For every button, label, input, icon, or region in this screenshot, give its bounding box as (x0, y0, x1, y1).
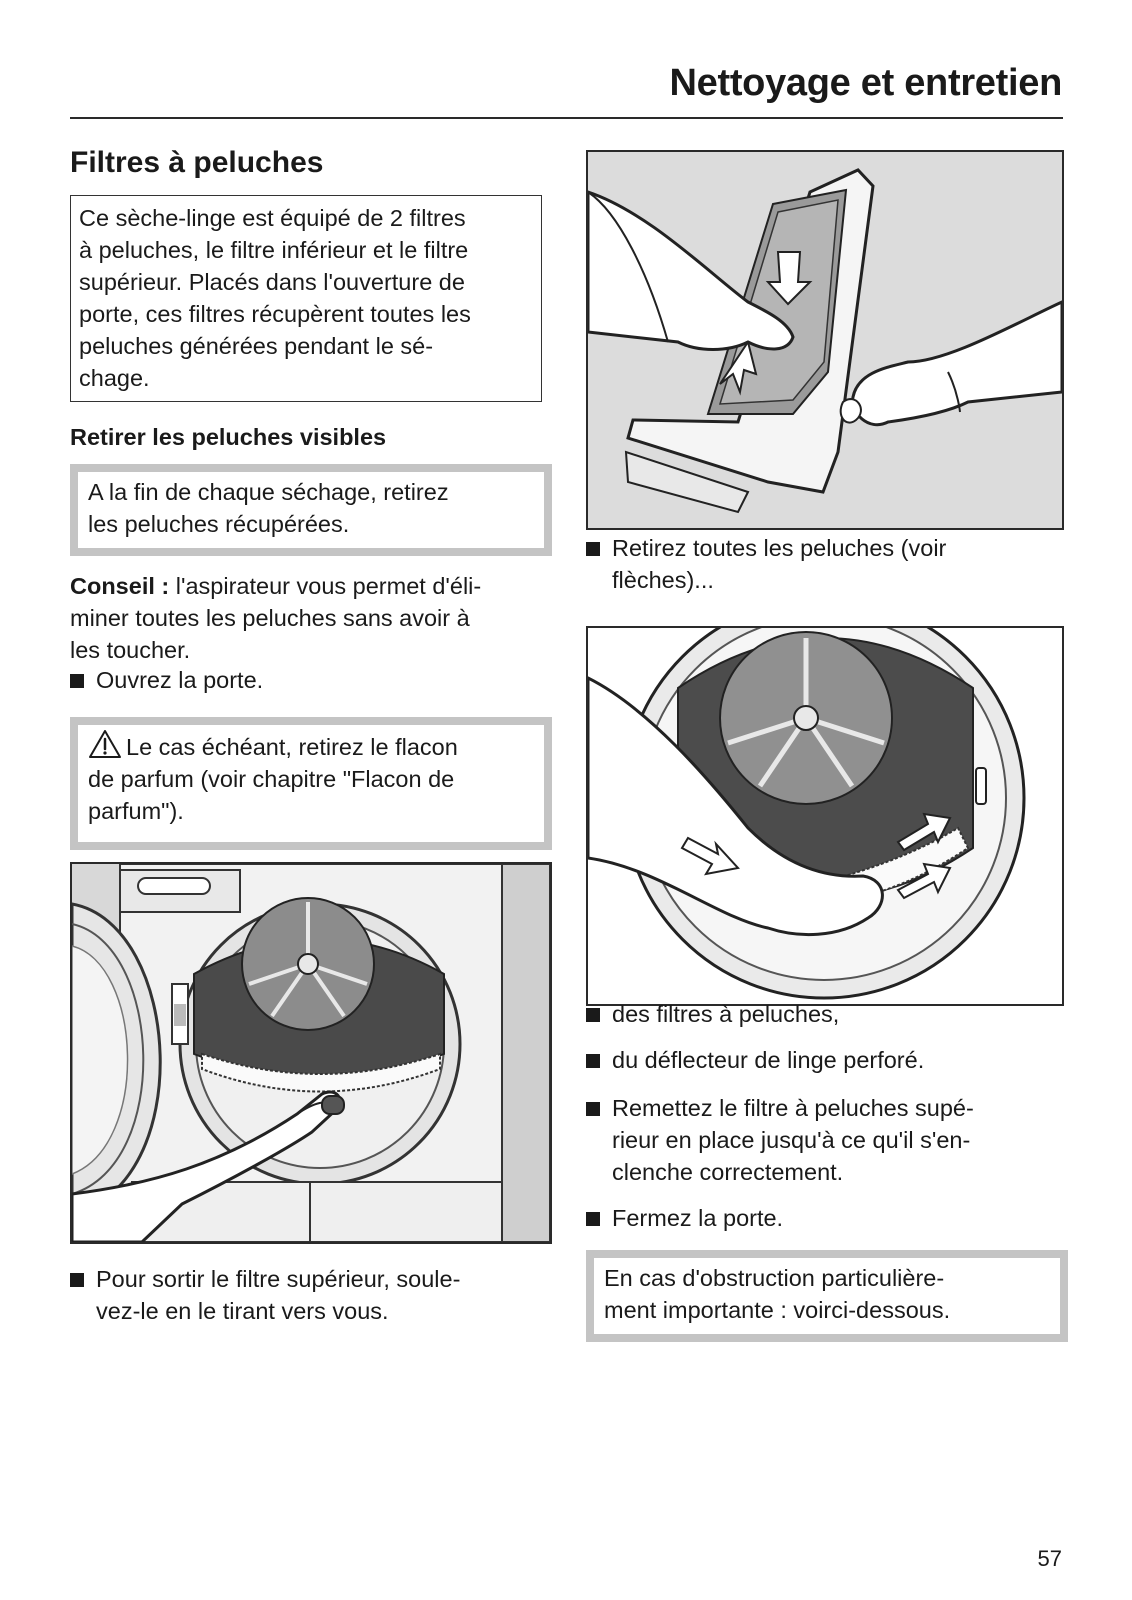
intro-line: chage. (79, 365, 150, 391)
bullet-line: rieur en place jusqu'à ce qu'il s'en- (612, 1127, 971, 1153)
illustration-filter-lint (586, 150, 1064, 530)
section-title: Filtres à peluches (70, 146, 324, 179)
warning-triangle-icon (89, 730, 121, 758)
warning-line: parfum"). (88, 798, 184, 824)
header-rule (70, 117, 1063, 119)
intro-line: peluches générées pendant le sé- (79, 333, 434, 359)
warning-box: Le cas échéant, retirez le flacon de par… (70, 717, 552, 850)
note-line: ment importante : voirci-dessous. (604, 1297, 951, 1323)
step-remove-upper-filter: Pour sortir le filtre supérieur, soule- … (70, 1263, 550, 1327)
instruction-box: A la fin de chaque séchage, retirez les … (70, 464, 552, 556)
bullet-item: du déflecteur de linge perforé. (586, 1044, 1064, 1076)
obstruction-note-box: En cas d'obstruction particulière- ment … (586, 1250, 1068, 1342)
step-text: Pour sortir le filtre supérieur, soule- … (96, 1263, 460, 1327)
bullet-text: des filtres à peluches, (612, 1001, 840, 1027)
instruction-line: A la fin de chaque séchage, retirez (88, 479, 449, 505)
subheading-remove-lint: Retirer les peluches visibles (70, 424, 387, 450)
intro-box: Ce sèche-linge est équipé de 2 filtres à… (70, 195, 542, 402)
tip-line: miner toutes les peluches sans avoir à (70, 605, 470, 631)
bullet-item: des filtres à peluches, (586, 998, 1064, 1030)
page-number: 57 (1037, 1546, 1062, 1571)
bullet-square-icon (586, 1092, 612, 1188)
step-text: Ouvrez la porte. (96, 667, 264, 693)
warning-text: Le cas échéant, retirez le flacon (126, 734, 458, 760)
bullet-item: Remettez le filtre à peluches supé- rieu… (586, 1092, 1064, 1188)
intro-line: porte, ces filtres récupèrent toutes les (79, 301, 471, 327)
tip-label: Conseil : (70, 573, 170, 599)
note-line: En cas d'obstruction particulière- (604, 1265, 945, 1291)
bullet-square-icon (586, 1044, 612, 1076)
warning-line: de parfum (voir chapitre "Flacon de (88, 766, 455, 792)
bullet-line: clenche correctement. (612, 1159, 844, 1185)
instruction-line: les peluches récupérées. (88, 511, 350, 537)
step-open-door: Ouvrez la porte. (70, 664, 550, 696)
tip-line: les toucher. (70, 637, 191, 663)
intro-line: à peluches, le filtre inférieur et le fi… (79, 237, 469, 263)
page-header-title: Nettoyage et entretien (669, 62, 1063, 104)
bullet-text: du déflecteur de linge perforé. (612, 1047, 925, 1073)
step-text: Retirez toutes les peluches (voir flèche… (612, 532, 946, 596)
step-line: flèches)... (612, 567, 714, 593)
bullet-text: Remettez le filtre à peluches supé- rieu… (612, 1092, 974, 1188)
illustration-open-door (70, 862, 552, 1244)
bullet-text: Fermez la porte. (612, 1205, 784, 1231)
step-remove-lint: Retirez toutes les peluches (voir flèche… (586, 532, 1064, 596)
intro-line: Ce sèche-linge est équipé de 2 filtres (79, 205, 466, 231)
tip-text: l'aspirateur vous permet d'éli- (169, 573, 482, 599)
tip-line: Conseil : l'aspirateur vous permet d'éli… (70, 570, 560, 602)
illustration-drum-filter (586, 626, 1064, 1006)
step-line: vez-le en le tirant vers vous. (96, 1298, 389, 1324)
bullet-square-icon (586, 1202, 612, 1234)
step-line: Pour sortir le filtre supérieur, soule- (96, 1266, 461, 1292)
bullet-square-icon (70, 664, 96, 696)
bullet-item: Fermez la porte. (586, 1202, 1064, 1234)
warning-line: Le cas échéant, retirez le flacon (88, 729, 534, 763)
bullet-line: Remettez le filtre à peluches supé- (612, 1095, 974, 1121)
bullet-square-icon (586, 998, 612, 1030)
tip-paragraph: Conseil : l'aspirateur vous permet d'éli… (70, 570, 560, 666)
bullet-square-icon (586, 532, 612, 596)
step-line: Retirez toutes les peluches (voir (612, 535, 947, 561)
intro-line: supérieur. Placés dans l'ouverture de (79, 269, 465, 295)
bullet-square-icon (70, 1263, 96, 1327)
